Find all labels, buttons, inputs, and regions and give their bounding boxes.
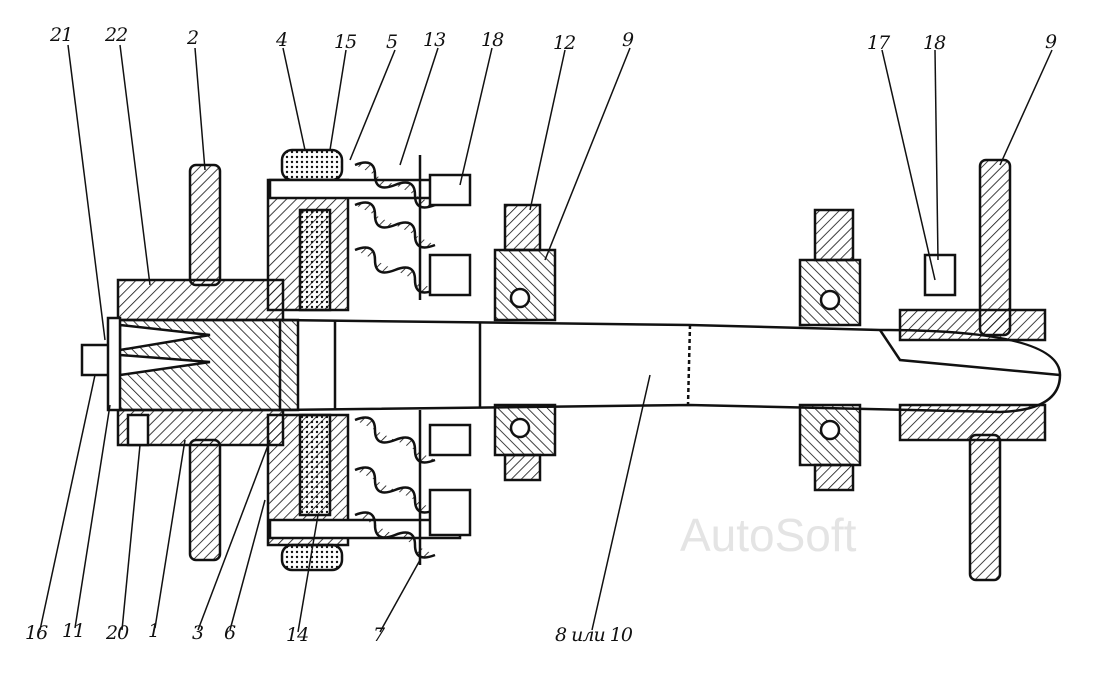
label-7: 7: [373, 624, 385, 646]
label-8-or-10: 8 или 10: [555, 624, 633, 646]
label-17: 17: [867, 32, 890, 54]
label-13: 13: [423, 29, 446, 51]
label-14: 14: [286, 624, 309, 646]
label-6: 6: [224, 622, 236, 644]
right-bearing-gear: [798, 208, 862, 492]
label-3: 3: [192, 622, 204, 644]
label-16: 16: [25, 622, 48, 644]
label-11: 11: [62, 620, 85, 642]
label-18-right: 18: [923, 32, 946, 54]
label-22: 22: [105, 24, 128, 46]
label-1: 1: [148, 620, 160, 642]
clutch-disc-pack: [266, 148, 462, 572]
label-20: 20: [106, 622, 129, 644]
label-15: 15: [334, 31, 357, 53]
watermark: AutoSoft: [680, 509, 857, 561]
label-18: 18: [481, 29, 504, 51]
label-12: 12: [553, 32, 576, 54]
left-hub-flange: [80, 163, 300, 562]
label-9: 9: [622, 29, 634, 51]
middle-bearing-gear: [493, 203, 557, 482]
label-21: 21: [50, 24, 73, 46]
right-flange-arm: [898, 158, 1047, 582]
label-4: 4: [276, 29, 288, 51]
pressure-springs: [354, 155, 472, 565]
leader-lines: [39, 44, 1053, 633]
label-9-right: 9: [1045, 31, 1057, 53]
label-2: 2: [187, 27, 199, 49]
label-5: 5: [386, 31, 398, 53]
